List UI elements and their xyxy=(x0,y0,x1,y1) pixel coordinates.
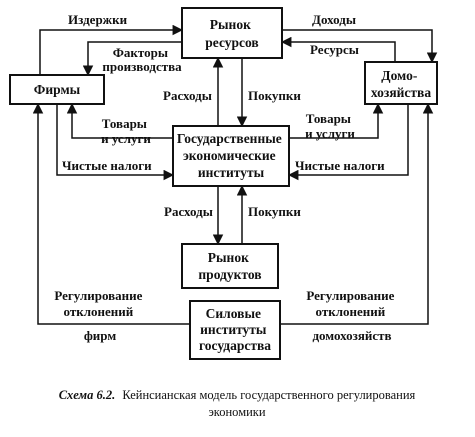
product-market-line-2: продуктов xyxy=(198,267,261,282)
edge-goods-services-left xyxy=(66,102,173,139)
label-regulation-households-line-2: отклонений xyxy=(316,304,386,319)
label-regulation-firms-line-2: отклонений xyxy=(64,304,134,319)
firms-box: Фирмы xyxy=(9,74,105,105)
label-net-taxes-right: Чистые налоги xyxy=(295,158,385,173)
edge-labels: Издержки Доходы Факторы производства Рес… xyxy=(54,12,397,343)
edge-net-taxes-right xyxy=(287,104,409,181)
caption-title-part-1: Кейнсианская модель государственного рег… xyxy=(122,388,415,402)
households-box: Домо- хозяйства xyxy=(364,61,438,105)
state-institutions-line-3: институты xyxy=(198,165,265,180)
caption-line-1: Схема 6.2. Кейнсианская модель государст… xyxy=(59,388,416,402)
label-factors-line-1: Факторы xyxy=(113,45,168,60)
label-resources: Ресурсы xyxy=(310,42,359,57)
resource-market-line-1: Рынок xyxy=(210,17,251,32)
label-costs: Издержки xyxy=(68,12,128,27)
label-regulation-households: Регулирование отклонений домохозяйств xyxy=(306,288,397,343)
edge-costs xyxy=(39,24,184,75)
power-institutions-line-3: государства xyxy=(199,338,271,353)
svg-text:Государственные эконом: Государственные экономические институты xyxy=(177,131,285,180)
power-institutions-box: Силовые институты государства xyxy=(189,300,281,360)
svg-text:Силовые институты: Силовые институты государства xyxy=(199,306,271,353)
label-regulation-firms-line-3: фирм xyxy=(84,328,117,343)
resource-market-line-2: ресурсов xyxy=(205,35,258,50)
svg-text:Рынок продуктов: Рынок продуктов xyxy=(198,250,261,282)
caption-number: Схема 6.2. xyxy=(59,388,116,402)
product-market-line-1: Рынок xyxy=(208,250,249,265)
edges xyxy=(32,24,438,325)
label-regulation-households-line-1: Регулирование xyxy=(306,288,394,303)
svg-text:Рынок ресурсов: Рынок ресурсов xyxy=(205,17,258,50)
households-line-2: хозяйства xyxy=(371,85,431,100)
firms-label: Фирмы xyxy=(34,82,81,97)
edge-net-taxes-left xyxy=(56,104,175,181)
label-net-taxes-left: Чистые налоги xyxy=(62,158,152,173)
figure-caption: Схема 6.2. Кейнсианская модель государст… xyxy=(59,388,416,419)
households-line-1: Домо- xyxy=(381,68,417,83)
label-factors-line-2: производства xyxy=(102,59,182,74)
label-regulation-firms-line-1: Регулирование xyxy=(54,288,142,303)
edge-factors-of-production xyxy=(82,41,182,77)
label-goods-right-line-2: и услуги xyxy=(305,126,355,141)
power-institutions-line-2: институты xyxy=(200,322,267,337)
edge-regulation-households xyxy=(280,102,434,325)
svg-text:Домо- хозяйства: Домо- хозяйства xyxy=(371,68,431,100)
label-goods-services-right: Товары и услуги xyxy=(305,111,355,141)
svg-text:Фирмы: Фирмы xyxy=(34,82,81,97)
label-income: Доходы xyxy=(312,12,356,27)
state-institutions-line-1: Государственные xyxy=(177,131,282,146)
label-regulation-households-line-3: домохозяйств xyxy=(312,328,391,343)
label-factors-of-production: Факторы производства xyxy=(102,45,182,74)
label-regulation-firms: Регулирование отклонений фирм xyxy=(54,288,145,343)
label-goods-services-left: Товары и услуги xyxy=(101,116,151,146)
label-purchases-top: Покупки xyxy=(248,88,301,103)
label-purchases-bottom: Покупки xyxy=(248,204,301,219)
edge-income xyxy=(282,29,438,64)
edge-regulation-firms xyxy=(32,102,190,325)
label-goods-left-line-2: и услуги xyxy=(101,131,151,146)
power-institutions-line-1: Силовые xyxy=(206,306,261,321)
boxes: Рынок ресурсов Фирмы Домо- хозяйства Гос… xyxy=(9,7,438,360)
edge-resources xyxy=(280,36,396,62)
label-goods-left-line-1: Товары xyxy=(102,116,147,131)
state-institutions-line-2: экономические xyxy=(183,148,276,163)
resource-market-box: Рынок ресурсов xyxy=(181,7,283,59)
label-spending-bottom: Расходы xyxy=(164,204,213,219)
label-goods-right-line-1: Товары xyxy=(306,111,351,126)
state-institutions-box: Государственные экономические институты xyxy=(172,125,290,187)
caption-line-2: экономики xyxy=(208,405,265,419)
label-spending-top: Расходы xyxy=(163,88,212,103)
product-market-box: Рынок продуктов xyxy=(181,243,279,289)
edge-goods-services-right xyxy=(289,102,384,139)
